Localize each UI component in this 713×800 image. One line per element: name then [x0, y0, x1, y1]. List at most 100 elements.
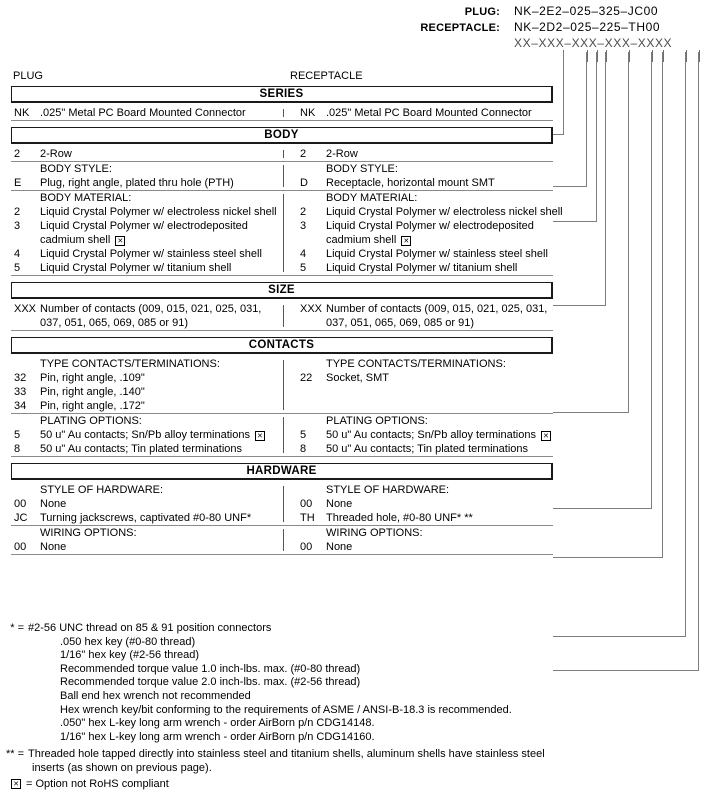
option-code: D [300, 177, 308, 189]
option-code: 34 [14, 400, 27, 412]
option-code: 3 [300, 220, 307, 232]
column-divider [283, 109, 284, 117]
option-code: 5 [300, 262, 307, 274]
subsection-title: WIRING OPTIONS: [326, 527, 423, 539]
option-row: 8 50 u" Au contacts; Tin plated terminat… [11, 442, 279, 456]
option-desc: 2-Row [326, 148, 358, 160]
option-row: 3 Liquid Crystal Polymer w/ electrodepos… [297, 219, 553, 233]
footnote-single-star: * = #2-56 UNC thread on 85 & 91 position… [0, 622, 640, 636]
option-desc: .025" Metal PC Board Mounted Connector [326, 107, 532, 119]
option-row: 00 None [297, 540, 553, 554]
footnote-sub-line: 1/16" hex L-key long arm wrench - order … [60, 730, 375, 743]
option-desc: 2-Row [40, 148, 72, 160]
option-code: XXX [300, 303, 323, 315]
option-code: 4 [300, 248, 307, 260]
footnote-sub-line: 1/16" hex key (#2-56 thread) [60, 649, 200, 662]
group-col-receptacle: TYPE CONTACTS/TERMINATIONS: 22 Socket, S… [283, 357, 553, 413]
group-body-style: BODY STYLE: E Plug, right angle, plated … [11, 162, 553, 191]
option-desc-cont-text: cadmium shell [40, 234, 111, 246]
option-desc-cont-text: cadmium shell [326, 234, 397, 246]
footnote-mark: * = [10, 622, 24, 634]
section-header-hardware: HARDWARE [11, 463, 553, 480]
option-row: TH Threaded hole, #0-80 UNF* ** [297, 511, 553, 525]
section-header-contacts: CONTACTS [11, 337, 553, 354]
subsection-title: BODY MATERIAL: [326, 192, 418, 204]
option-code: 3 [14, 220, 21, 232]
option-code: 2 [300, 206, 307, 218]
option-code: JC [14, 512, 28, 524]
option-desc: 50 u" Au contacts; Tin plated terminatio… [326, 443, 529, 455]
option-code: 00 [300, 541, 313, 553]
part-number-value-plug: NK–2E2–025–325–JC00 [514, 4, 659, 18]
option-desc: Liquid Crystal Polymer w/ electrodeposit… [40, 220, 248, 232]
option-row: 5 50 u" Au contacts; Sn/Pb alloy termina… [11, 428, 279, 442]
option-code: E [14, 177, 22, 189]
part-number-mask: XX–XXX–XXX–XXX–XXXX [514, 36, 673, 50]
group-col-plug: BODY STYLE: E Plug, right angle, plated … [11, 162, 283, 190]
column-divider [283, 486, 284, 522]
section-header-size: SIZE [11, 282, 553, 299]
option-row: 2 Liquid Crystal Polymer w/ electroless … [11, 205, 279, 219]
option-desc: Pin, right angle, .140" [40, 386, 145, 398]
bracket-body-row [553, 52, 587, 187]
footnote-sub-line: .050" hex L-key long arm wrench - order … [60, 717, 375, 730]
option-row: JC Turning jackscrews, captivated #0-80 … [11, 511, 279, 525]
option-desc-text: 50 u" Au contacts; Sn/Pb alloy terminati… [40, 429, 250, 441]
option-desc-continued: 037, 051, 065, 069, 085 or 91) [40, 317, 189, 329]
option-row: NK .025" Metal PC Board Mounted Connecto… [297, 106, 553, 120]
group-col-plug: 2 2-Row [11, 147, 283, 161]
option-desc: Liquid Crystal Polymer w/ electrodeposit… [326, 220, 534, 232]
group-col-receptacle: STYLE OF HARDWARE: 00 None TH Threaded h… [283, 483, 553, 525]
option-desc: Liquid Crystal Polymer w/ titanium shell [40, 262, 232, 274]
footnote-sub-line: Recommended torque value 2.0 inch-lbs. m… [60, 676, 361, 689]
subsection-title: BODY MATERIAL: [40, 192, 132, 204]
option-desc: None [40, 541, 67, 553]
option-code: 32 [14, 372, 27, 384]
option-desc: Liquid Crystal Polymer w/ electroless ni… [326, 206, 563, 218]
option-row: 5 50 u" Au contacts; Sn/Pb alloy termina… [297, 428, 553, 442]
rohs-noncompliant-icon [401, 236, 412, 246]
column-caption-plug: PLUG [13, 70, 43, 82]
option-code: 5 [14, 429, 21, 441]
subsection-title: TYPE CONTACTS/TERMINATIONS: [326, 358, 506, 370]
group-body-row: 2 2-Row 2 2-Row [11, 147, 553, 162]
option-desc-continued: 037, 051, 065, 069, 085 or 91) [326, 317, 475, 329]
bracket-wiring [553, 52, 699, 671]
section-header-body: BODY [11, 127, 553, 144]
option-row: E Plug, right angle, plated thru hole (P… [11, 176, 279, 190]
footnote-continued: inserts (as shown on previous page). [32, 761, 212, 774]
option-desc: Plug, right angle, plated thru hole (PTH… [40, 177, 234, 189]
option-desc: Pin, right angle, .172" [40, 400, 145, 412]
part-number-label-receptacle: RECEPTACLE: [420, 22, 500, 34]
mask-tick-2 [587, 50, 588, 62]
option-code: XXX [14, 303, 37, 315]
rohs-legend: = Option not RoHS compliant [11, 778, 169, 790]
option-row: D Receptacle, horizontal mount SMT [297, 176, 553, 190]
group-col-receptacle: WIRING OPTIONS: 00 None [283, 526, 553, 554]
option-code: 2 [14, 206, 21, 218]
section-header-series: SERIES [11, 86, 553, 103]
option-code: NK [14, 107, 30, 119]
footnote-double-star: ** = Threaded hole tapped directly into … [0, 748, 640, 762]
option-row: 8 50 u" Au contacts; Tin plated terminat… [297, 442, 553, 456]
group-col-receptacle: NK .025" Metal PC Board Mounted Connecto… [283, 106, 553, 120]
option-row: 5 Liquid Crystal Polymer w/ titanium she… [297, 261, 553, 275]
column-divider [283, 360, 284, 410]
option-row: 00 None [11, 497, 279, 511]
option-row: 33 Pin, right angle, .140" [11, 385, 279, 399]
option-code: 8 [300, 443, 307, 455]
footnotes: * = #2-56 UNC thread on 85 & 91 position… [0, 622, 640, 776]
option-row: 00 None [297, 497, 553, 511]
option-desc: Number of contacts (009, 015, 021, 025, … [40, 303, 262, 315]
bracket-series [553, 52, 564, 135]
rohs-noncompliant-icon [11, 779, 21, 789]
option-code: 00 [14, 541, 27, 553]
group-col-receptacle: 2 2-Row [283, 147, 553, 161]
mask-tick-9 [699, 50, 700, 62]
column-divider [283, 529, 284, 551]
subsection-title: PLATING OPTIONS: [40, 415, 142, 427]
option-desc: None [326, 498, 353, 510]
subsection-title: STYLE OF HARDWARE: [326, 484, 450, 496]
bracket-hardware-style [553, 52, 686, 637]
